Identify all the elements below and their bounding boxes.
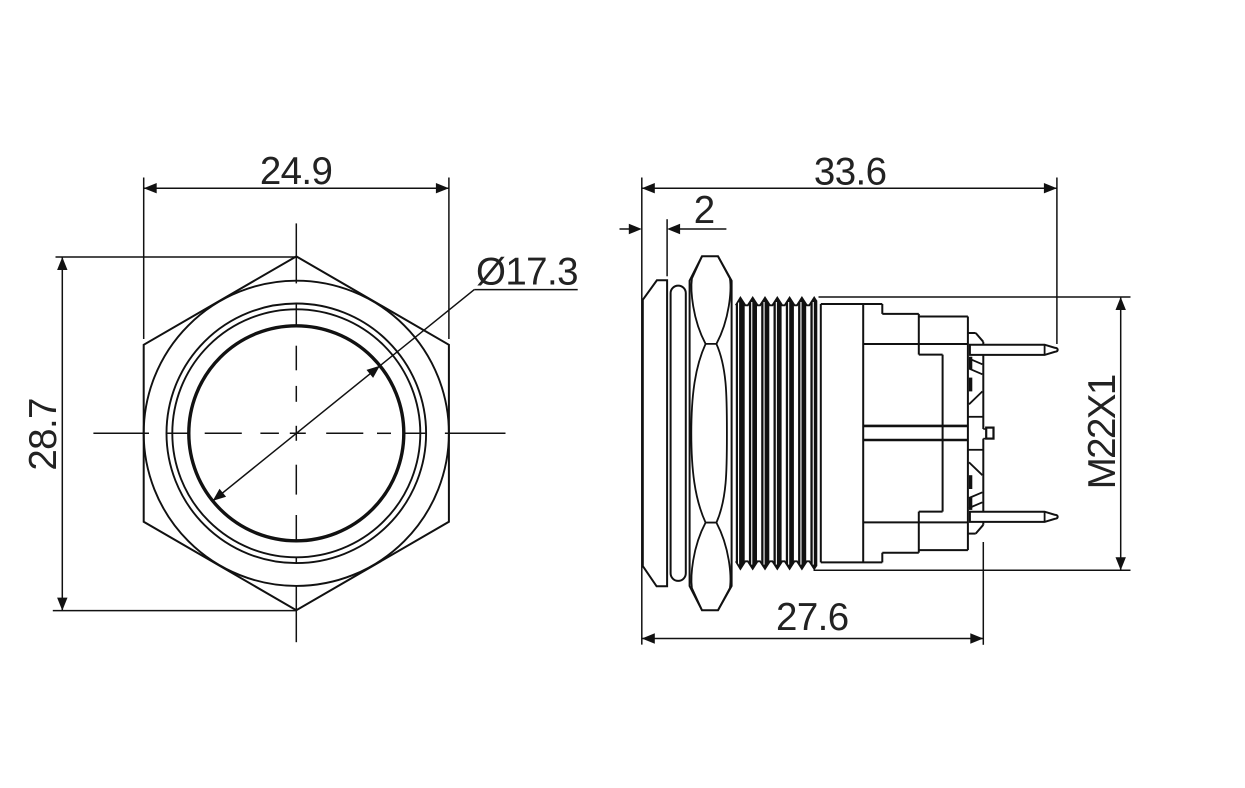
svg-text:Ø17.3: Ø17.3 — [476, 251, 578, 294]
svg-text:M22X1: M22X1 — [1081, 375, 1124, 489]
svg-text:2: 2 — [694, 189, 715, 232]
svg-text:28.7: 28.7 — [22, 398, 65, 471]
svg-text:24.9: 24.9 — [260, 150, 333, 193]
svg-text:27.6: 27.6 — [776, 596, 849, 639]
svg-text:33.6: 33.6 — [814, 150, 887, 193]
